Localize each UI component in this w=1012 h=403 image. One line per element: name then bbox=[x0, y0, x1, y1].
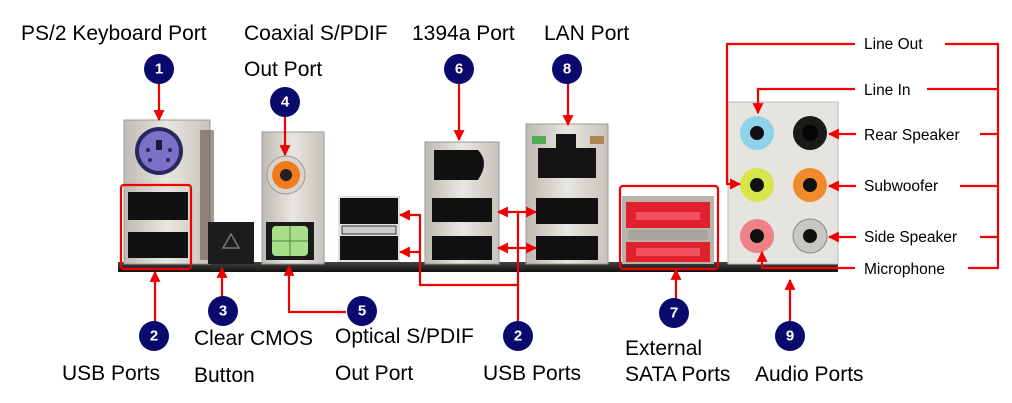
io-shield-bottom-edge bbox=[118, 262, 838, 272]
lan-usb-stack bbox=[525, 123, 609, 265]
svg-text:5: 5 bbox=[358, 303, 366, 320]
firewire-usb-stack bbox=[424, 141, 500, 265]
badge-7: 7 bbox=[659, 298, 689, 328]
usb-stack-middle bbox=[338, 196, 400, 262]
svg-text:2: 2 bbox=[514, 328, 522, 345]
label-audio-ports: Audio Ports bbox=[755, 363, 864, 386]
label-esata-line2: SATA Ports bbox=[625, 363, 730, 386]
usb-port[interactable] bbox=[340, 198, 398, 224]
label-usb-ports-right: USB Ports bbox=[483, 362, 581, 385]
label-esata-line1: External bbox=[625, 337, 702, 360]
badge-1: 1 bbox=[144, 54, 174, 84]
label-ps2-keyboard-port: PS/2 Keyboard Port bbox=[21, 22, 207, 45]
firewire-1394a-port[interactable] bbox=[434, 150, 484, 180]
svg-text:2: 2 bbox=[150, 328, 158, 345]
usb-port[interactable] bbox=[128, 192, 188, 220]
label-optical-spdif-line1: Optical S/PDIF bbox=[335, 325, 474, 348]
label-line-in: Line In bbox=[864, 82, 911, 99]
badge-5: 5 bbox=[347, 296, 377, 326]
badge-6: 6 bbox=[444, 54, 474, 84]
usb-port[interactable] bbox=[432, 236, 492, 260]
badge-3: 3 bbox=[208, 296, 238, 326]
audio-jack-block bbox=[727, 101, 839, 265]
label-optical-spdif-line2: Out Port bbox=[335, 362, 413, 385]
label-1394a-port: 1394a Port bbox=[412, 22, 515, 45]
usb-port[interactable] bbox=[128, 232, 188, 258]
usb-port[interactable] bbox=[536, 198, 598, 224]
clear-cmos-button[interactable] bbox=[208, 222, 254, 264]
label-coaxial-spdif-line1: Coaxial S/PDIF bbox=[244, 22, 388, 45]
label-microphone: Microphone bbox=[864, 261, 945, 278]
badge-9: 9 bbox=[775, 321, 805, 351]
label-lan-port: LAN Port bbox=[544, 22, 629, 45]
badge-2-right: 2 bbox=[503, 321, 533, 351]
label-usb-ports-left: USB Ports bbox=[62, 362, 160, 385]
spdif-stack bbox=[261, 131, 325, 265]
lan-port[interactable] bbox=[538, 134, 596, 178]
svg-text:6: 6 bbox=[455, 61, 463, 78]
label-clear-cmos-line2: Button bbox=[194, 364, 255, 387]
badge-4: 4 bbox=[270, 87, 300, 117]
svg-text:4: 4 bbox=[281, 94, 290, 111]
svg-text:7: 7 bbox=[670, 305, 678, 322]
callout-arrows bbox=[149, 42, 1000, 325]
svg-text:8: 8 bbox=[563, 61, 571, 78]
usb-port[interactable] bbox=[340, 236, 398, 260]
usb-port[interactable] bbox=[432, 198, 492, 222]
esata-ports bbox=[622, 196, 714, 264]
usb-highlight-box bbox=[119, 183, 193, 271]
svg-text:1: 1 bbox=[155, 61, 163, 78]
esata-highlight-box bbox=[618, 184, 720, 271]
label-clear-cmos-line1: Clear CMOS bbox=[194, 327, 313, 350]
ps2-usb-stack bbox=[123, 119, 214, 265]
badge-8: 8 bbox=[552, 54, 582, 84]
svg-text:3: 3 bbox=[219, 303, 227, 320]
label-subwoofer: Subwoofer bbox=[864, 178, 938, 195]
usb-port[interactable] bbox=[536, 236, 598, 260]
label-line-out: Line Out bbox=[864, 36, 923, 53]
badge-2-left: 2 bbox=[139, 321, 169, 351]
label-side-speaker: Side Speaker bbox=[864, 229, 957, 246]
label-coaxial-spdif-line2: Out Port bbox=[244, 58, 322, 81]
svg-text:9: 9 bbox=[786, 328, 794, 345]
label-rear-speaker: Rear Speaker bbox=[864, 127, 960, 144]
